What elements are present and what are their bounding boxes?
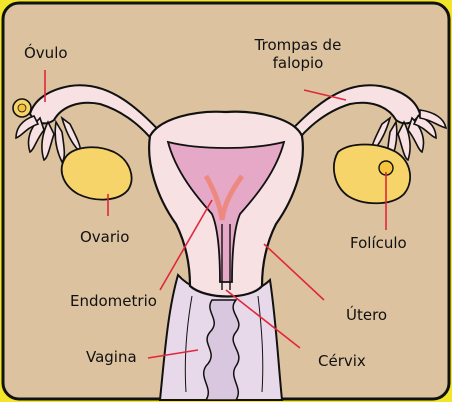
label-foliculo: Folículo: [350, 234, 407, 252]
label-utero: Útero: [346, 306, 387, 324]
ovum-nucleus: [18, 104, 26, 112]
label-trompas-line2: falopio: [238, 54, 358, 72]
label-ovario: Ovario: [80, 228, 129, 246]
label-endometrio: Endometrio: [70, 292, 157, 310]
label-ovulo: Óvulo: [24, 44, 68, 62]
label-trompas-de-falopio: Trompas de falopio: [238, 36, 358, 72]
right-ovary: [334, 145, 410, 204]
label-vagina: Vagina: [86, 348, 137, 366]
label-trompas-line1: Trompas de: [238, 36, 358, 54]
label-cervix: Cérvix: [318, 352, 366, 370]
